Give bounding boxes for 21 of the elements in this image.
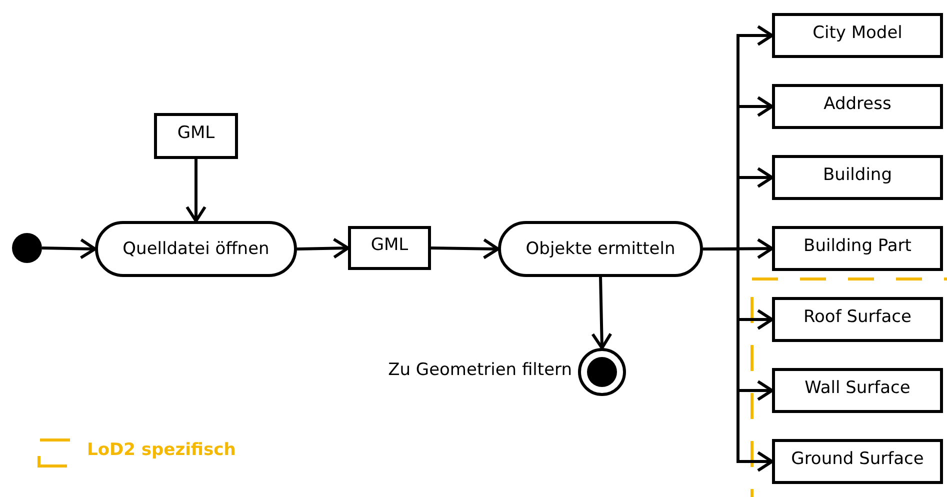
arrow [42, 238, 96, 260]
initial-node [12, 233, 42, 263]
arrow [591, 276, 612, 350]
arrow [186, 159, 206, 222]
arrow [430, 238, 500, 260]
object-node: City Model [772, 13, 943, 58]
object-node: Address [772, 84, 943, 129]
legend-label: LoD2 spezifisch [87, 440, 236, 460]
object-node: Building [772, 155, 943, 200]
object-node: Roof Surface [772, 297, 943, 342]
action-node: Objekte ermitteln [498, 221, 703, 277]
arrow [296, 238, 350, 259]
node-caption: Zu Geometrien filtern [388, 360, 572, 380]
object-node: Building Part [772, 226, 943, 271]
final-node [578, 348, 626, 396]
object-node: GML [348, 226, 431, 270]
object-node: Wall Surface [772, 368, 943, 413]
action-node: Quelldatei öffnen [95, 221, 297, 277]
object-node: Ground Surface [772, 439, 943, 484]
arrow [703, 248, 774, 472]
object-node: GML [154, 113, 238, 159]
